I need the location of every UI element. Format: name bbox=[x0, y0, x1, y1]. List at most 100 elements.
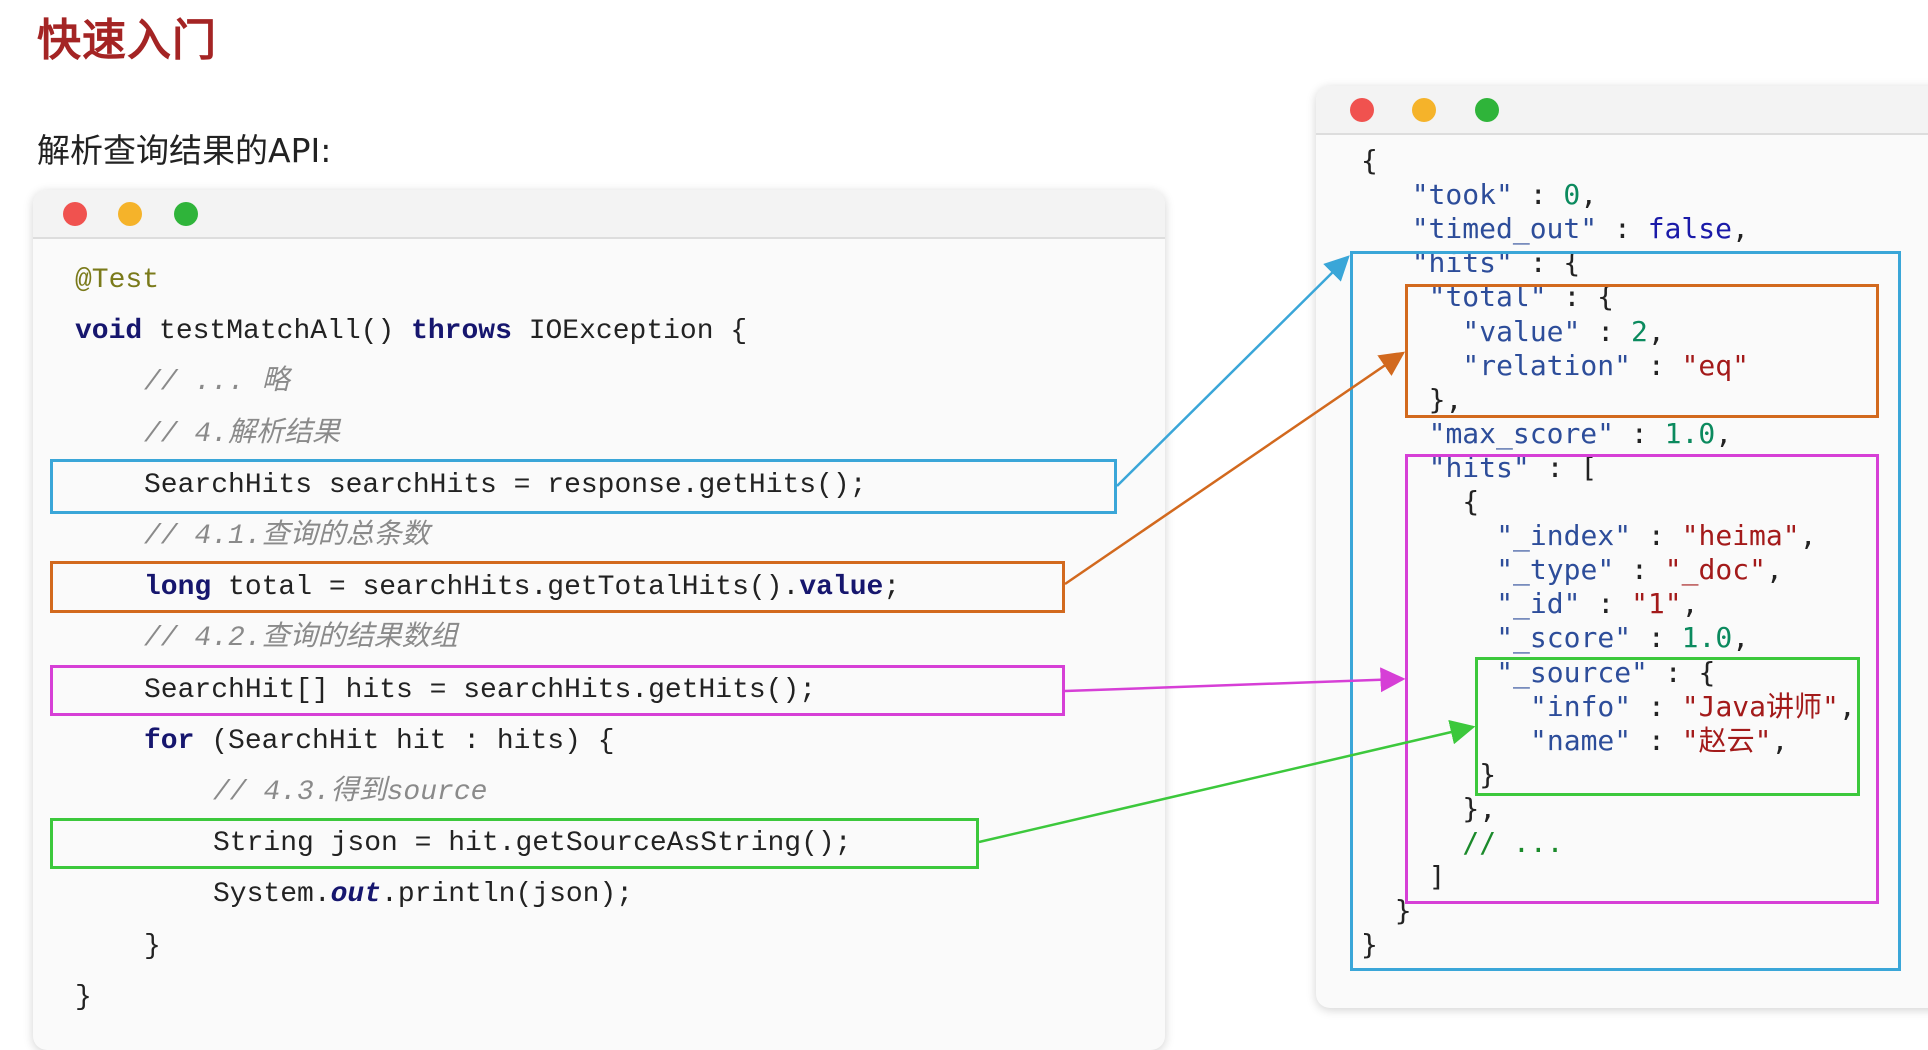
code-token: total = searchHits.getTotalHits(). bbox=[211, 572, 800, 604]
code-token: "Java讲师" bbox=[1681, 689, 1839, 723]
code-token: , bbox=[1732, 212, 1749, 246]
code-window bbox=[33, 190, 1165, 1050]
connector-arrows bbox=[978, 255, 1476, 844]
code-token: value bbox=[799, 572, 884, 604]
json-box-hits-array bbox=[1405, 454, 1879, 904]
code-token: : bbox=[1597, 212, 1648, 246]
code-line: System.out.println(json); bbox=[213, 869, 633, 920]
code-token: "relation" bbox=[1462, 348, 1631, 382]
json-box-total bbox=[1405, 284, 1879, 418]
code-line: // ... 略 bbox=[144, 357, 290, 408]
json-line: "took" : 0, bbox=[1412, 178, 1597, 212]
code-token: : bbox=[1512, 178, 1564, 212]
json-line: "_score" : 1.0, bbox=[1496, 621, 1749, 655]
maximize-button[interactable] bbox=[174, 202, 198, 226]
close-button[interactable] bbox=[1350, 98, 1374, 122]
minimize-button[interactable] bbox=[118, 202, 142, 226]
code-token: ] bbox=[1428, 860, 1446, 894]
code-token: }, bbox=[1462, 791, 1497, 825]
code-token: ; bbox=[883, 572, 901, 604]
json-window bbox=[1316, 86, 1928, 1008]
code-token: : bbox=[1580, 314, 1631, 348]
code-token: : { bbox=[1512, 246, 1581, 280]
code-token: long bbox=[144, 572, 212, 604]
code-token: // 4.1.查询的总条数 bbox=[144, 521, 430, 552]
code-line: for (SearchHit hit : hits) { bbox=[144, 716, 615, 767]
code-token: , bbox=[1681, 587, 1699, 621]
code-token: { bbox=[1361, 144, 1378, 177]
code-token: 0 bbox=[1563, 178, 1581, 212]
json-line: "max_score" : 1.0, bbox=[1429, 417, 1732, 451]
json-box-hits bbox=[1350, 251, 1901, 971]
json-line: "value" : 2, bbox=[1462, 315, 1664, 349]
code-token: , bbox=[1647, 314, 1665, 348]
code-token: false bbox=[1647, 212, 1732, 246]
code-line: SearchHits searchHits = response.getHits… bbox=[144, 460, 867, 511]
code-token: out bbox=[330, 879, 382, 911]
code-token: : bbox=[1580, 587, 1632, 621]
json-box-source bbox=[1475, 657, 1860, 796]
code-token: , bbox=[1838, 689, 1856, 723]
code-token: "_doc" bbox=[1664, 553, 1766, 587]
code-token: SearchHit[] hits = searchHits.getHits(); bbox=[144, 674, 817, 706]
code-token: // 4.3.得到source bbox=[213, 777, 488, 808]
code-token: }, bbox=[1428, 382, 1463, 416]
minimize-button[interactable] bbox=[1412, 98, 1436, 122]
code-token: String json = hit.getSourceAsString(); bbox=[213, 828, 852, 860]
code-token: : { bbox=[1546, 280, 1615, 314]
code-token: : { bbox=[1647, 655, 1716, 689]
json-line: "_source" : { bbox=[1496, 656, 1715, 690]
code-line: } bbox=[144, 921, 161, 972]
close-button[interactable] bbox=[63, 202, 87, 226]
code-token: : bbox=[1631, 689, 1682, 723]
highlight-hits-array bbox=[50, 665, 1065, 716]
json-line: }, bbox=[1462, 792, 1496, 826]
code-token: "value" bbox=[1462, 314, 1581, 348]
code-token: : bbox=[1614, 553, 1665, 587]
code-token: "_type" bbox=[1496, 553, 1615, 587]
code-token: : [ bbox=[1529, 450, 1598, 484]
code-token: } bbox=[1479, 757, 1497, 791]
code-token: throws bbox=[411, 316, 512, 348]
json-line: "timed_out" : false, bbox=[1412, 212, 1749, 246]
code-token: : bbox=[1631, 621, 1682, 655]
code-token: , bbox=[1765, 553, 1783, 587]
json-line: }, bbox=[1429, 383, 1463, 417]
code-token: testMatchAll() bbox=[142, 316, 412, 348]
code-token: 1.0 bbox=[1681, 621, 1733, 655]
code-token: SearchHits searchHits = response.getHits… bbox=[144, 469, 867, 501]
code-line: String json = hit.getSourceAsString(); bbox=[213, 818, 852, 869]
code-token: , bbox=[1580, 178, 1598, 212]
highlight-searchhits bbox=[50, 459, 1117, 514]
json-line: // ... bbox=[1462, 826, 1563, 860]
json-line: "name" : "赵云", bbox=[1530, 724, 1788, 758]
code-token: : bbox=[1614, 416, 1665, 450]
code-token: IOException { bbox=[511, 316, 748, 348]
code-token: 2 bbox=[1630, 314, 1648, 348]
code-token: : bbox=[1631, 723, 1682, 757]
code-token: : bbox=[1631, 519, 1682, 553]
json-line: ] bbox=[1429, 860, 1446, 894]
code-token: , bbox=[1715, 416, 1733, 450]
code-token: void bbox=[75, 316, 143, 348]
highlight-source bbox=[50, 818, 979, 869]
json-line: } bbox=[1479, 758, 1496, 792]
json-line: { bbox=[1361, 144, 1378, 178]
window-titlebar bbox=[1316, 86, 1928, 135]
arrow-green bbox=[978, 719, 1476, 844]
code-token: { bbox=[1462, 485, 1480, 518]
code-token: } bbox=[1361, 928, 1378, 962]
code-token: "max_score" bbox=[1428, 416, 1615, 450]
code-token: "took" bbox=[1411, 178, 1513, 212]
code-line: long total = searchHits.getTotalHits().v… bbox=[144, 562, 900, 613]
code-token: "eq" bbox=[1681, 348, 1749, 382]
code-token: , bbox=[1732, 621, 1750, 655]
code-token: : bbox=[1630, 348, 1682, 382]
code-line: // 4.3.得到source bbox=[213, 767, 487, 818]
code-token: "_score" bbox=[1496, 621, 1632, 655]
maximize-button[interactable] bbox=[1475, 98, 1499, 122]
code-token: "1" bbox=[1631, 587, 1682, 621]
code-token: 1.0 bbox=[1664, 416, 1716, 450]
code-token: // 4.解析结果 bbox=[144, 418, 341, 450]
page-title: 快速入门 bbox=[37, 15, 217, 66]
